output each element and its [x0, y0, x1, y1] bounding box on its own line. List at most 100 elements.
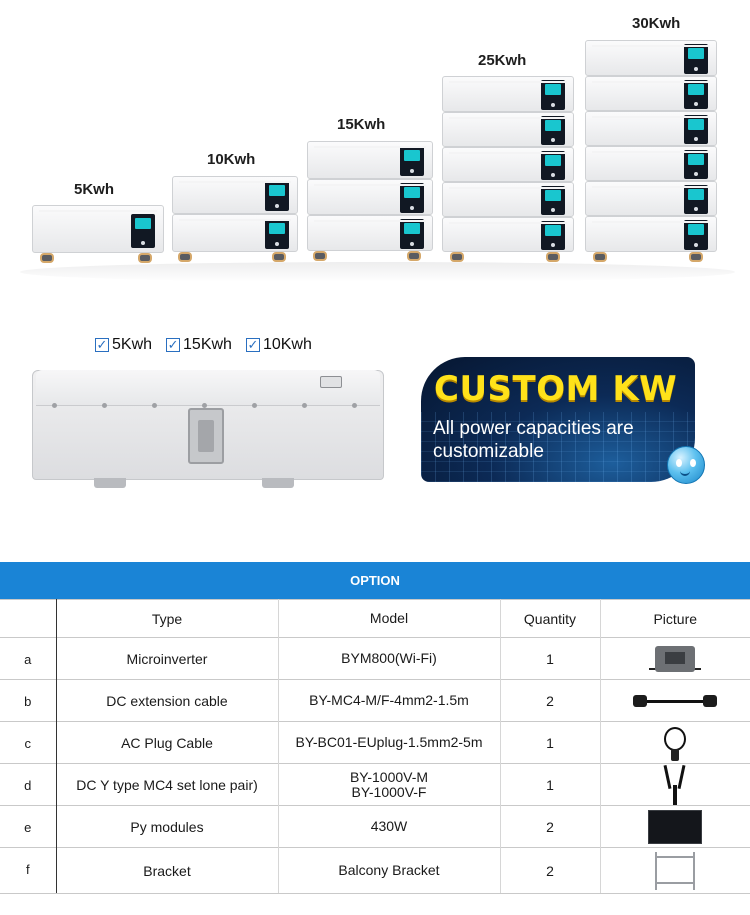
battery-module-closeup: [32, 370, 384, 488]
row-picture: [600, 679, 750, 722]
screw-icon: [252, 403, 257, 408]
water-drop-mascot-icon: [667, 446, 705, 484]
checkbox-5kwh[interactable]: ✓ 5Kwh: [95, 335, 152, 355]
wheel-icon: [313, 251, 327, 261]
screw-icon: [102, 403, 107, 408]
row-key: d: [0, 763, 57, 806]
screw-icon: [152, 403, 157, 408]
checkbox-label: 5Kwh: [112, 336, 153, 353]
capacity-label-15kwh: 15Kwh: [337, 116, 386, 133]
handle-icon: [188, 408, 224, 464]
battery-module: [585, 111, 717, 146]
wheel-icon: [593, 252, 607, 262]
checkmark-icon: ✓: [95, 337, 109, 352]
row-type: Py modules: [56, 805, 279, 848]
row-model: Balcony Bracket: [278, 847, 501, 894]
row-key: e: [0, 805, 57, 848]
banner-grid-pattern: [421, 412, 695, 482]
wheel-icon: [138, 253, 152, 263]
row-picture: [600, 805, 750, 848]
row-type: Bracket: [56, 847, 279, 894]
checkbox-15kwh[interactable]: ✓ 15Kwh: [166, 335, 232, 355]
battery-module: [442, 182, 574, 217]
battery-module: [172, 176, 298, 214]
wheel-icon: [407, 251, 421, 261]
display-panel-icon: [684, 150, 708, 179]
wheel-icon: [450, 252, 464, 262]
display-panel-icon: [400, 183, 424, 213]
display-panel-icon: [400, 219, 424, 249]
row-model-line2: BY-1000V-F: [351, 783, 427, 800]
row-model: BYM800(Wi-Fi): [278, 637, 501, 680]
battery-module: [442, 112, 574, 147]
screw-icon: [202, 403, 207, 408]
display-panel-icon: [541, 151, 565, 180]
floor-shadow: [20, 262, 735, 282]
wheel-icon: [689, 252, 703, 262]
checkbox-label: 10Kwh: [262, 336, 312, 353]
table-header-row: Type Model Quantity Picture: [0, 599, 750, 638]
table-row: f Bracket Balcony Bracket 2: [0, 847, 750, 894]
battery-module: [442, 147, 574, 182]
row-type: DC Y type MC4 set lone pair): [56, 763, 279, 806]
battery-module: [442, 76, 574, 112]
display-panel-icon: [684, 115, 708, 144]
table-row: a Microinverter BYM800(Wi-Fi) 1: [0, 637, 750, 680]
custom-kw-banner: CUSTOM KW All power capacities are custo…: [421, 357, 695, 482]
display-panel-icon: [684, 44, 708, 74]
row-key: b: [0, 679, 57, 722]
y-connector-icon: [660, 764, 690, 805]
header-model: Model: [278, 599, 501, 638]
row-key: f: [0, 847, 57, 894]
battery-module: [585, 40, 717, 76]
battery-stack-5kwh: [32, 205, 164, 263]
row-model: 430W: [278, 805, 501, 848]
battery-stack-30kwh: [585, 40, 717, 266]
battery-module: [585, 76, 717, 111]
checkmark-icon: ✓: [166, 337, 181, 352]
battery-stack-25kwh: [442, 76, 574, 264]
capacity-label-30kwh: 30Kwh: [632, 15, 681, 32]
header-key: [0, 599, 57, 638]
row-model: BY-MC4-M/F-4mm2-1.5m: [278, 679, 501, 722]
row-quantity: 1: [500, 637, 601, 680]
row-type: Microinverter: [56, 637, 279, 680]
port-icon: [320, 376, 342, 388]
display-panel-icon: [684, 220, 708, 250]
header-type: Type: [56, 599, 279, 638]
screw-icon: [352, 403, 357, 408]
module-foot: [262, 478, 294, 488]
battery-module: [307, 141, 433, 179]
row-type: DC extension cable: [56, 679, 279, 722]
display-panel-icon: [541, 221, 565, 250]
banner-title: CUSTOM KW: [434, 369, 678, 409]
header-quantity: Quantity: [500, 599, 601, 638]
display-panel-icon: [684, 185, 708, 214]
checkbox-10kwh[interactable]: ✓ 10Kwh: [245, 335, 312, 355]
wheel-icon: [178, 252, 192, 262]
row-model: BY-1000V-M BY-1000V-F: [278, 763, 501, 806]
module-foot: [94, 478, 126, 488]
display-panel-icon: [265, 219, 289, 249]
header-picture: Picture: [600, 599, 750, 638]
battery-stack-10kwh: [172, 176, 298, 262]
screw-icon: [52, 403, 57, 408]
pv-module-icon: [648, 809, 703, 844]
battery-module: [585, 216, 717, 252]
row-quantity: 2: [500, 847, 601, 894]
checkbox-label: 15Kwh: [183, 336, 232, 353]
display-panel-icon: [541, 186, 565, 215]
row-key: c: [0, 721, 57, 764]
wheel-icon: [40, 253, 54, 263]
capacity-checkbox-row: ✓ 5Kwh ✓ 15Kwh ✓ 10Kwh: [95, 335, 312, 355]
battery-module: [585, 146, 717, 181]
option-header-bar: OPTION: [0, 562, 750, 599]
wheel-icon: [272, 252, 286, 262]
battery-module: [172, 214, 298, 252]
table-row: d DC Y type MC4 set lone pair) BY-1000V-…: [0, 763, 750, 806]
battery-module: [307, 179, 433, 215]
capacity-label-5kwh: 5Kwh: [74, 181, 115, 198]
checkmark-icon: ✓: [245, 337, 260, 352]
capacity-label-10kwh: 10Kwh: [207, 151, 256, 168]
display-panel-icon: [684, 80, 708, 109]
